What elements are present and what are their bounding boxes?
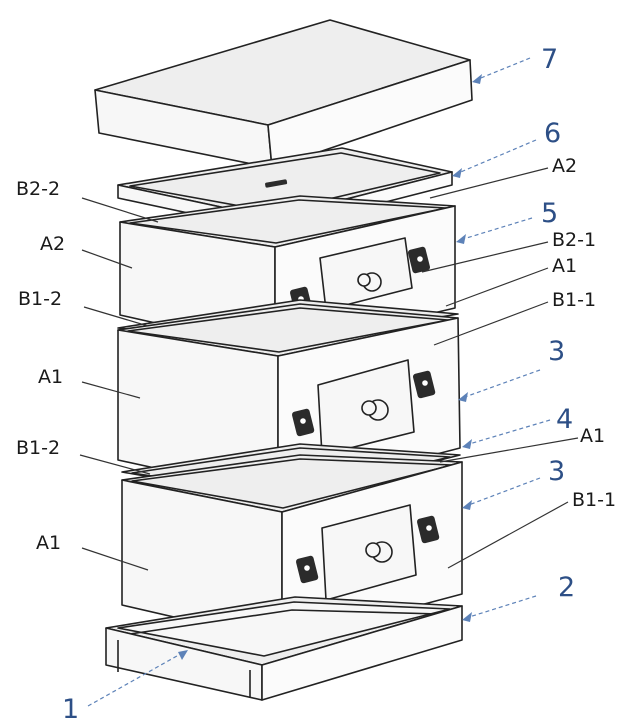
label-b2-1: B2-1 <box>552 229 596 251</box>
leader-a1-bottom-left <box>81 547 149 571</box>
base-tray-part-2 <box>105 596 463 701</box>
label-a1-mid-left: A1 <box>38 366 63 388</box>
label-b2-2: B2-2 <box>16 178 60 200</box>
leader-6 <box>455 139 537 175</box>
arrow-4 <box>462 439 472 449</box>
label-a2-right: A2 <box>552 155 577 177</box>
label-b1-2-top: B1-2 <box>18 288 62 310</box>
part-number-5: 5 <box>541 198 558 229</box>
leader-b1-1-bottom <box>447 501 569 569</box>
leader-b1-2-top <box>83 306 149 327</box>
upper-knob-inner <box>357 273 371 287</box>
label-a1-right-mid: A1 <box>580 425 605 447</box>
leader-b2-1 <box>421 241 549 273</box>
arrow-6 <box>452 168 462 178</box>
plate-inner-rim <box>129 152 441 213</box>
part-number-3-middle: 3 <box>548 336 565 367</box>
lower-knob-inner <box>365 542 381 558</box>
leader-1 <box>87 651 185 707</box>
leader-b2-2 <box>81 197 159 223</box>
part-number-3-lower: 3 <box>548 456 565 487</box>
arrow-3b <box>462 500 472 510</box>
leader-3b <box>465 477 541 507</box>
leader-5 <box>459 217 533 241</box>
part-number-4: 4 <box>556 404 573 435</box>
leader-7 <box>475 57 531 81</box>
leader-a1-right-mid <box>439 437 579 463</box>
arrow-2 <box>462 612 472 622</box>
arrow-1 <box>178 650 188 660</box>
label-b1-1-bottom: B1-1 <box>572 489 616 511</box>
plate-slot <box>265 179 288 188</box>
blue-leaders <box>87 57 551 707</box>
label-a1-bottom-left: A1 <box>36 532 61 554</box>
label-a1-right-top: A1 <box>552 255 577 277</box>
leader-a1-mid-left <box>81 381 141 399</box>
upper-handle-right-hole <box>417 256 423 262</box>
leader-a2-left <box>81 249 133 269</box>
leader-b1-2-bottom <box>79 454 151 475</box>
black-leaders <box>79 167 579 571</box>
label-a2-left: A2 <box>40 233 65 255</box>
leader-2 <box>465 595 537 619</box>
arrow-7 <box>472 74 482 84</box>
leader-b1-1-top <box>433 301 549 346</box>
lid-part-7 <box>94 19 473 169</box>
part-number-2: 2 <box>558 572 575 603</box>
label-b1-1-top: B1-1 <box>552 289 596 311</box>
part-number-7: 7 <box>541 44 558 75</box>
leader-4 <box>465 419 551 446</box>
arrow-3a <box>458 392 468 402</box>
lower-handle-left-hole <box>304 565 310 571</box>
leader-a2-right <box>429 167 549 199</box>
middle-handle-right-hole <box>422 380 428 386</box>
middle-knob-inner <box>361 400 377 416</box>
part-number-6: 6 <box>544 118 561 149</box>
leader-3a <box>461 369 541 399</box>
lid-side-face <box>267 59 473 169</box>
middle-handle-left-hole <box>300 418 306 424</box>
lower-handle-right-hole <box>426 525 432 531</box>
label-layer: 7 6 5 3 4 3 2 1 B2-2 A2 B1-2 A1 B1-2 A1 … <box>16 44 616 725</box>
part-number-1: 1 <box>62 694 79 723</box>
leader-a1-right-top <box>445 267 549 307</box>
arrow-5 <box>456 234 466 244</box>
tray-side <box>261 605 463 701</box>
label-b1-2-bottom: B1-2 <box>16 437 60 459</box>
tray-inner-ledge <box>129 609 441 635</box>
